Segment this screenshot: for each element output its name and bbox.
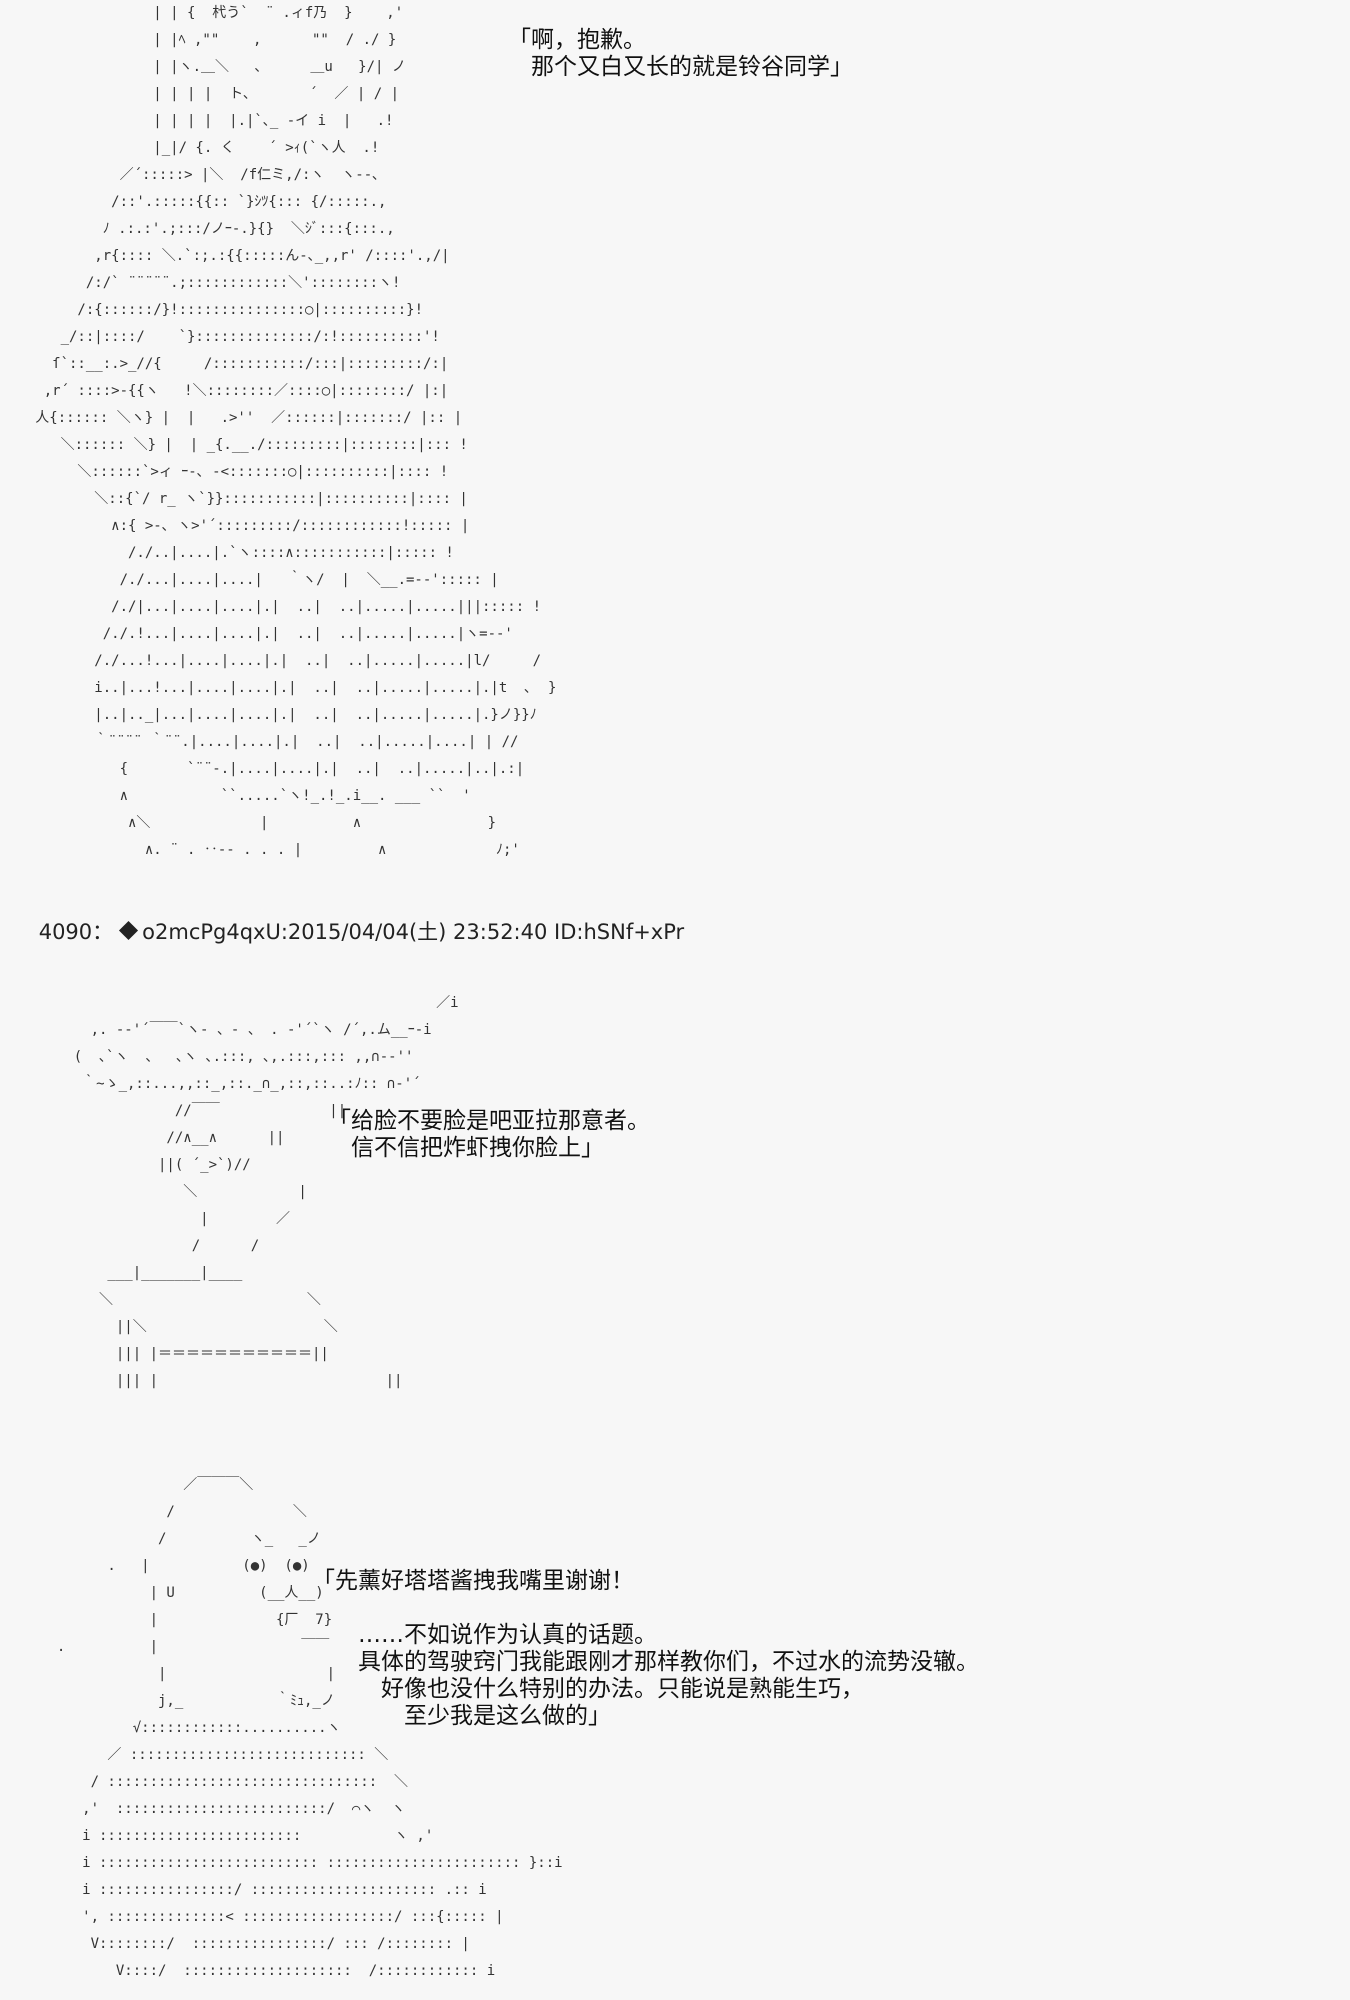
ascii-art-line: ∧ ``.....`ヽ!_.!_.i__. ___ `` ': [10, 788, 471, 804]
ascii-art-line: | ／: [40, 1211, 291, 1227]
ascii-art-line: ｀¨¨¨¨ ｀¨¨.|....|....|.| ..| ..|.....|...…: [10, 734, 519, 750]
ascii-art-line: /./|...|....|....|.| ..| ..|.....|.....|…: [10, 599, 542, 615]
ascii-art-line: j,_ ｀ﾐｭ,_ノ: [40, 1693, 335, 1709]
ascii-art-line: ∧. ¨ . ‥-- . . . | ∧ ﾉ;': [10, 842, 520, 858]
post-number: 4090: [38, 920, 93, 944]
ascii-art-line: ∧:{ >-､ ヽ>'´:::::::::/::::::::::::!:::::…: [10, 518, 470, 534]
dialogue-line: 那个又白又长的就是铃谷同学」: [508, 54, 853, 80]
ascii-art-line: _/::|::::/ `}::::::::::::::/:!::::::::::…: [10, 329, 440, 345]
ascii-art-line: ||| |＝＝＝＝＝＝＝＝＝＝＝||: [40, 1346, 329, 1362]
ascii-art-character-3: ／￣￣￣＼ / ＼ / ヽ_ _ノ . | (●) (●) | U (__人__…: [40, 1472, 563, 1985]
ascii-art-line: ＼ ＼: [40, 1292, 321, 1308]
post-datetime: :2015/04/04(土) 23:52:40: [280, 920, 548, 944]
ascii-art-line: ＼::::::`>ィ ｰ-､ -<:::::::○|::::::::::|:::…: [10, 464, 449, 480]
dialogue-block-3: 「先薰好塔塔酱拽我嘴里谢谢！ ……不如说作为认真的话题。 具体的驾驶窍门我能跟刚…: [312, 1568, 979, 1730]
ascii-art-line: ||( ´_>`)//: [40, 1157, 251, 1173]
trip-diamond-icon: [119, 920, 139, 941]
post-trip[interactable]: o2mcPg4qxU: [142, 920, 281, 944]
ascii-art-line: /./...|....|....| ｀ヽ/ | ＼__.=--'::::: |: [10, 572, 499, 588]
ascii-art-line: ﾉ .:.:'.;:::/ノｰ-.}{} ＼ｼﾞ:::{:::.,: [10, 221, 395, 237]
dialogue-line: 具体的驾驶窍门我能跟刚才那样教你们，不过水的流势没辙。: [312, 1649, 979, 1675]
dialogue-line: 至少我是这么做的」: [312, 1703, 611, 1729]
dialogue-line: ……不如说作为认真的话题。: [312, 1622, 657, 1648]
ascii-art-line: ſ`::__:.>_//{ /:::::::::::/:::|:::::::::…: [10, 356, 449, 372]
ascii-art-line: /:{::::::/}!:::::::::::::::○|::::::::::}…: [10, 302, 424, 318]
ascii-art-line: | {厂 7}: [40, 1612, 333, 1628]
ascii-art-line: ,r´ ::::>-{{ヽ !＼::::::::／::::○|::::::::/…: [10, 383, 449, 399]
ascii-art-line: /::'.:::::{{:: `}ｼﾂ{::: {/:::::.,: [10, 194, 387, 210]
dialogue-line: [312, 1595, 979, 1622]
ascii-art-line: 人{:::::: ＼ヽ} | | .>'' ／::::::|:::::::/ |…: [10, 410, 463, 426]
ascii-art-line: i..|...!...|....|....|.| ..| ..|.....|..…: [10, 680, 557, 696]
ascii-art-line: //∧__∧ ||: [40, 1130, 285, 1146]
ascii-art-line: . | ￣￣: [40, 1639, 330, 1655]
ascii-art-line: ／ :::::::::::::::::::::::::::: ＼: [40, 1747, 389, 1763]
ascii-art-line: . | (●) (●): [40, 1558, 310, 1574]
ascii-art-line: |..|.._|...|....|....|.| ..| ..|.....|..…: [10, 707, 537, 723]
ascii-art-line: | | | | ト､ ´ ／ | / |: [10, 86, 400, 102]
post-id[interactable]: ID:hSNf+xPr: [547, 920, 685, 944]
ascii-art-line: V::::::::/ ::::::::::::::::/ ::: /::::::…: [40, 1936, 470, 1952]
ascii-art-line: | | { 杙う` ¨ .ィf乃 } ,': [10, 5, 404, 21]
ascii-art-line: √::::::::::::..........ヽ: [40, 1720, 341, 1736]
ascii-art-line: ∧＼ | ∧ }: [10, 815, 497, 831]
ascii-art-line: ／´:::::> |＼ /f仁ミ,/:ヽ ヽ--､: [10, 167, 380, 183]
post-separator: ：: [92, 920, 114, 944]
ascii-art-line: /./...!...|....|....|.| ..| ..|.....|...…: [10, 653, 542, 669]
dialogue-line: 「啊，抱歉。: [508, 27, 646, 53]
ascii-art-line: ', ::::::::::::::< ::::::::::::::::::/ :…: [40, 1909, 504, 1925]
ascii-art-line: { `¨¨-.|....|....|.| ..| ..|.....|..|.:|: [10, 761, 525, 777]
ascii-art-line: / ＼: [40, 1504, 307, 1520]
ascii-art-line: ＼:::::: ＼} | | _{.__./:::::::::|::::::::…: [10, 437, 468, 453]
ascii-art-line: / ヽ_ _ノ: [40, 1531, 321, 1547]
ascii-art-line: /./..|....|.`ヽ::::∧:::::::::::|::::: !: [10, 545, 454, 561]
dialogue-line: 「先薰好塔塔酱拽我嘴里谢谢！: [312, 1568, 634, 1594]
ascii-art-line: ｀~ゝ_,::...,,::_,::._∩_,::,::..:ﾉ:: ∩-'´: [40, 1076, 421, 1092]
dialogue-block-2: 「给脸不要脸是吧亚拉那意者。 信不信把炸虾拽你脸上」: [328, 1108, 650, 1162]
ascii-art-line: i :::::::::::::::::::::::: ヽ ,': [40, 1828, 434, 1844]
ascii-art-line: ＼::{`/ r_ ヽ`}}:::::::::::|::::::::::|:::…: [10, 491, 468, 507]
ascii-art-line: / /: [40, 1238, 260, 1254]
ascii-art-line: ＼ |: [40, 1184, 307, 1200]
ascii-art-line: V::::/ :::::::::::::::::::: /:::::::::::…: [40, 1963, 496, 1979]
ascii-art-line: | U (__人__): [40, 1585, 324, 1601]
ascii-art-line: ,r{:::: ＼.`:;.:{{:::::ん-､_,,r' /::::'.,/…: [10, 248, 450, 264]
ascii-art-line: /./.!...|....|....|.| ..| ..|.....|.....…: [10, 626, 513, 642]
dialogue-line: 好像也没什么特别的办法。只能说是熟能生巧，: [312, 1676, 864, 1702]
post-header: 4090： o2mcPg4qxU:2015/04/04(土) 23:52:40 I…: [12, 892, 684, 973]
ascii-art-line: | |ﾍ ,"" , "" / ./ }: [10, 32, 397, 48]
ascii-art-line: ( ､`ヽ 、 ､ヽ ､.:::, ､,.:::,::: ,,∩-‐'': [40, 1049, 414, 1065]
ascii-art-line: ,' :::::::::::::::::::::::::/ ⌒ヽ ヽ: [40, 1801, 406, 1817]
ascii-art-line: ||＼ ＼: [40, 1319, 338, 1335]
ascii-art-line: i ::::::::::::::::/ ::::::::::::::::::::…: [40, 1882, 487, 1898]
ascii-art-line: |_|/ {. く ´ >ｨ(`ヽ人 .!: [10, 140, 380, 156]
ascii-art-character-1: | | { 杙う` ¨ .ィf乃 } ,' | |ﾍ ,"" , "" / ./…: [10, 0, 556, 864]
ascii-art-character-2: ／i ,. -‐'´￣￣`ヽ‐ 、‐ 、 . ‐'´`ヽ /´,.ム__ｰ-i …: [40, 990, 459, 1395]
ascii-art-line: ／i: [40, 995, 459, 1011]
ascii-art-line: | |: [40, 1666, 336, 1682]
ascii-art-line: i :::::::::::::::::::::::::: :::::::::::…: [40, 1855, 563, 1871]
dialogue-line: 信不信把炸虾拽你脸上」: [328, 1135, 604, 1161]
ascii-art-line: | |ヽ.＿＼ 、 ＿u }/| ノ: [10, 59, 406, 75]
ascii-art-line: ,. -‐'´￣￣`ヽ‐ 、‐ 、 . ‐'´`ヽ /´,.ム__ｰ-i: [40, 1022, 432, 1038]
ascii-art-line: | | | | |.|`､_ -イ i | .!: [10, 113, 394, 129]
ascii-art-line: ||| | ||: [40, 1373, 403, 1389]
ascii-art-line: /:/` ¨¨¨¨¨.;::::::::::::＼'::::::::ヽ!: [10, 275, 401, 291]
ascii-art-line: ___|_______|____: [40, 1265, 243, 1281]
ascii-art-line: / :::::::::::::::::::::::::::::::: ＼: [40, 1774, 409, 1790]
ascii-art-line: ／￣￣￣＼: [40, 1477, 254, 1493]
dialogue-line: 「给脸不要脸是吧亚拉那意者。: [328, 1108, 650, 1134]
dialogue-block-1: 「啊，抱歉。 那个又白又长的就是铃谷同学」: [508, 27, 853, 81]
ascii-art-line: //￣￣ ||: [40, 1103, 347, 1119]
